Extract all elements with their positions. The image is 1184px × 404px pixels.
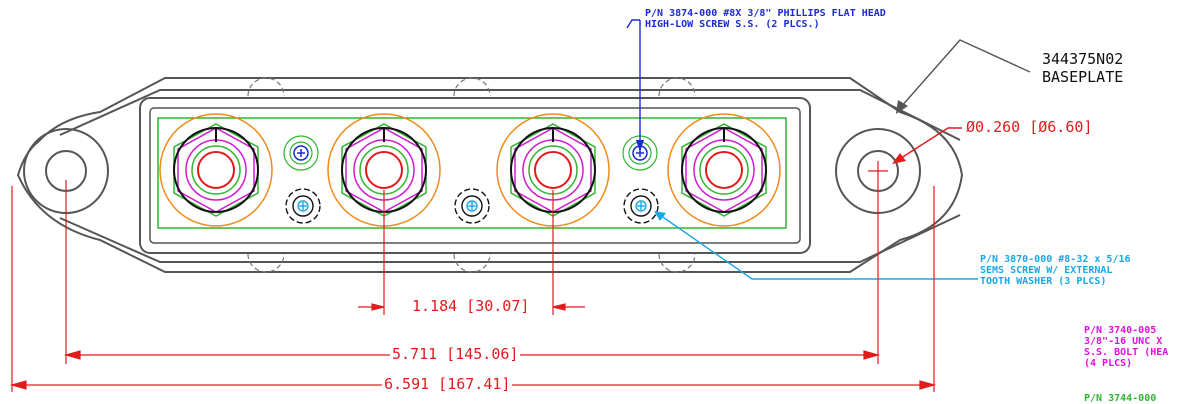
screw-leader <box>626 19 641 145</box>
baseplate-leader-arrow <box>896 100 908 114</box>
sems-leader-arrow <box>654 211 666 221</box>
baseplate-outline <box>16 77 964 273</box>
hole-leader-arrow <box>892 153 906 164</box>
baseplate-label: BASEPLATE <box>1042 68 1124 86</box>
hole-leader <box>897 127 962 161</box>
sems-callout-line-3: TOOTH WASHER (3 PLCS) <box>980 276 1107 287</box>
insulator-block <box>157 117 787 229</box>
stud-spacing-dimension: 1.184 [30.07] <box>410 297 532 315</box>
sems-callout-line-2: SEMS SCREW W/ EXTERNAL <box>980 265 1113 276</box>
sems-screw-3 <box>623 188 659 224</box>
phillips-screw-left <box>283 135 319 171</box>
stud-2 <box>327 113 441 227</box>
stud-4 <box>667 113 781 227</box>
baseplate-leader <box>899 39 1031 109</box>
hole-center-mark <box>868 161 888 181</box>
stud-1 <box>159 113 273 227</box>
bolt-callout-line-3: S.S. BOLT (HEA <box>1084 347 1169 358</box>
sems-callout-line-1: P/N 3870-000 #8-32 x 5/16 <box>980 254 1131 265</box>
hole-spacing-dimension: 5.711 [145.06] <box>390 345 521 363</box>
dimension-extensions <box>11 180 935 392</box>
sems-screw-2 <box>454 188 490 224</box>
dim-stud-spacing <box>358 303 585 311</box>
screw-leader-arrow <box>636 140 644 152</box>
hole-diameter-callout: Ø0.260 [Ø6.60] <box>964 118 1095 136</box>
bolt-callout-line-2: 3/8"-16 UNC X <box>1084 336 1163 347</box>
baseplate-part-number: 344375N02 <box>1042 50 1124 68</box>
relief-arcs <box>247 77 696 273</box>
screw-callout-line-1: P/N 3874-000 #8X 3/8" PHILLIPS FLAT HEAD <box>645 8 886 19</box>
screw-callout-line-2: HIGH-LOW SCREW S.S. (2 PLCS.) <box>645 19 820 30</box>
bolt-callout-line-4: (4 PLCS) <box>1084 358 1133 369</box>
sems-leader <box>659 214 978 280</box>
bottom-cut-callout: P/N 3744-000 <box>1084 393 1157 404</box>
sems-screw-1 <box>285 188 321 224</box>
bolt-callout-line-1: P/N 3740-005 <box>1084 325 1157 336</box>
overall-length-dimension: 6.591 [167.41] <box>382 375 513 393</box>
